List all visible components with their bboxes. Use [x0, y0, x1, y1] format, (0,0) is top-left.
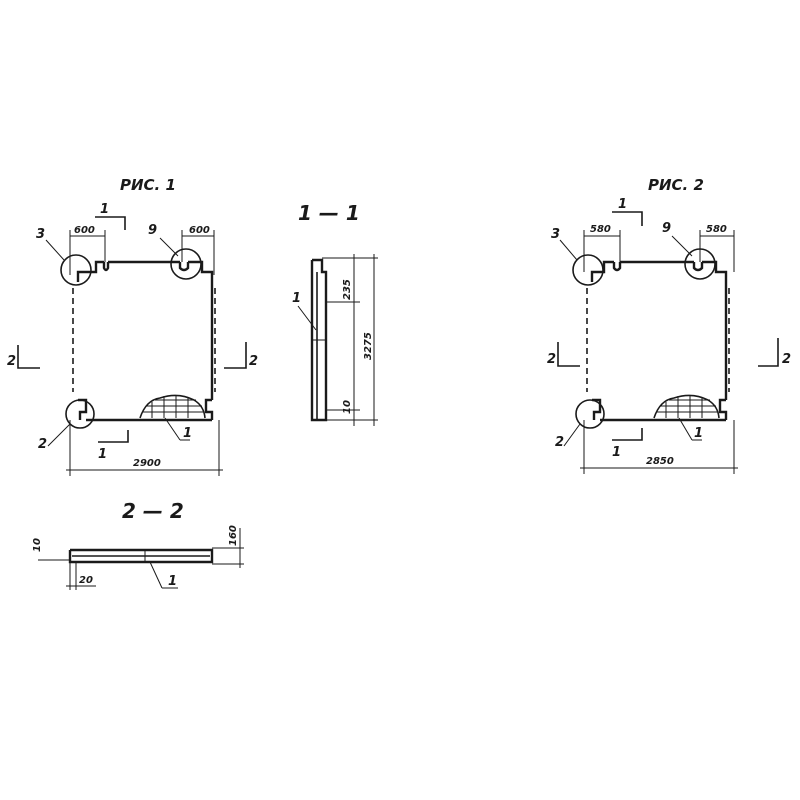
- figure-2-title: РИС. 2: [648, 176, 704, 194]
- fig2-section-1-bottom-label: 1: [612, 445, 621, 460]
- fig1-detail-circle-9: [170, 248, 202, 280]
- fig2-callout-3-label: 3: [551, 227, 560, 242]
- figure-2: РИС. 2 1 580 580: [547, 176, 791, 474]
- section-2-2-callout-1: 1: [149, 561, 178, 589]
- section-2-2-dim-right: 160: [228, 525, 239, 546]
- section-2-2: 2 — 2 10 160 20 1: [32, 499, 244, 590]
- fig2-detail-circle-3: [572, 254, 604, 286]
- figure-1: РИС. 1 1 600 600: [7, 176, 258, 476]
- fig2-dim-left-top: 580: [590, 224, 611, 235]
- fig2-detail-circle-9: [684, 248, 716, 280]
- fig2-section-2-right-marker: 2: [758, 338, 791, 367]
- fig2-section-1-top-marker: 1: [612, 197, 643, 226]
- fig2-callout-2: 2: [555, 423, 581, 450]
- section-1-1-dim-bottom: 10: [342, 400, 353, 414]
- fig2-dim-width: 2850: [646, 456, 674, 467]
- fig2-section-2-left-label: 2: [547, 352, 556, 367]
- section-1-1-callout-1-label: 1: [292, 291, 301, 306]
- fig2-section-1-top-label: 1: [618, 197, 627, 212]
- fig1-top-dimensions: 600 600: [69, 225, 215, 275]
- fig1-section-2-right-label: 2: [249, 354, 258, 369]
- fig1-callout-1-label: 1: [183, 426, 192, 441]
- fig1-section-2-right-marker: 2: [224, 342, 258, 369]
- fig2-callout-1-label: 1: [694, 426, 703, 441]
- fig1-detail-circle-2: [65, 399, 95, 429]
- fig1-dim-width: 2900: [133, 458, 161, 469]
- fig1-callout-1: 1: [164, 417, 192, 441]
- fig1-reinforcement-mesh: [139, 394, 206, 419]
- fig2-section-2-left-marker: 2: [547, 342, 580, 367]
- fig2-callout-3: 3: [551, 227, 578, 261]
- section-2-2-dim-bottom: 20: [79, 575, 93, 586]
- fig2-section-2-right-label: 2: [782, 352, 791, 367]
- fig1-panel-outline: [72, 260, 216, 422]
- section-1-1-callout-1: 1: [292, 291, 317, 331]
- fig1-width-dimension: 2900: [66, 420, 223, 476]
- fig1-callout-2-label: 2: [38, 437, 47, 452]
- section-1-1-dim-top: 235: [342, 279, 353, 300]
- section-2-2-title: 2 — 2: [122, 499, 184, 523]
- section-1-1-dimensions: 235 3275 10: [322, 254, 378, 426]
- fig2-callout-1: 1: [678, 417, 703, 441]
- fig1-callout-3: 3: [36, 227, 65, 261]
- fig2-width-dimension: 2850: [580, 420, 738, 474]
- section-1-1-dim-height: 3275: [363, 332, 374, 360]
- fig1-callout-9-label: 9: [148, 223, 157, 238]
- fig1-section-2-left-marker: 2: [7, 345, 40, 369]
- fig1-callout-2: 2: [38, 423, 71, 452]
- section-1-1-title: 1 — 1: [298, 201, 360, 225]
- fig2-dim-right-top: 580: [706, 224, 727, 235]
- fig1-dim-right-top: 600: [189, 225, 210, 236]
- fig2-top-dimensions: 580 580: [583, 224, 735, 272]
- fig2-reinforcement-mesh: [653, 394, 720, 419]
- fig1-callout-3-label: 3: [36, 227, 45, 242]
- section-1-1-profile: [310, 258, 328, 422]
- fig1-section-1-top-marker: 1: [95, 202, 126, 230]
- fig2-callout-9: 9: [662, 221, 693, 257]
- section-1-1: 1 — 1 235 3275 10 1: [292, 201, 378, 426]
- fig2-detail-circle-2: [575, 399, 605, 429]
- fig1-dim-left-top: 600: [74, 225, 95, 236]
- fig2-panel-outline: [586, 260, 730, 422]
- section-2-2-dim-left: 10: [32, 538, 43, 552]
- fig2-callout-9-label: 9: [662, 221, 671, 236]
- section-2-2-profile: [68, 548, 214, 564]
- fig1-section-2-left-label: 2: [7, 354, 16, 369]
- fig1-section-1-bottom-label: 1: [98, 447, 107, 462]
- fig1-detail-circle-3: [60, 254, 92, 286]
- fig2-section-1-bottom-marker: 1: [612, 428, 643, 460]
- section-2-2-callout-1-label: 1: [168, 574, 177, 589]
- fig1-section-1-bottom-marker: 1: [98, 430, 129, 462]
- fig1-callout-9: 9: [148, 223, 179, 257]
- section-2-2-dimensions: 10 160 20: [32, 525, 244, 590]
- fig1-section-1-top-label: 1: [100, 202, 109, 217]
- fig2-callout-2-label: 2: [555, 435, 564, 450]
- figure-1-title: РИС. 1: [120, 176, 176, 194]
